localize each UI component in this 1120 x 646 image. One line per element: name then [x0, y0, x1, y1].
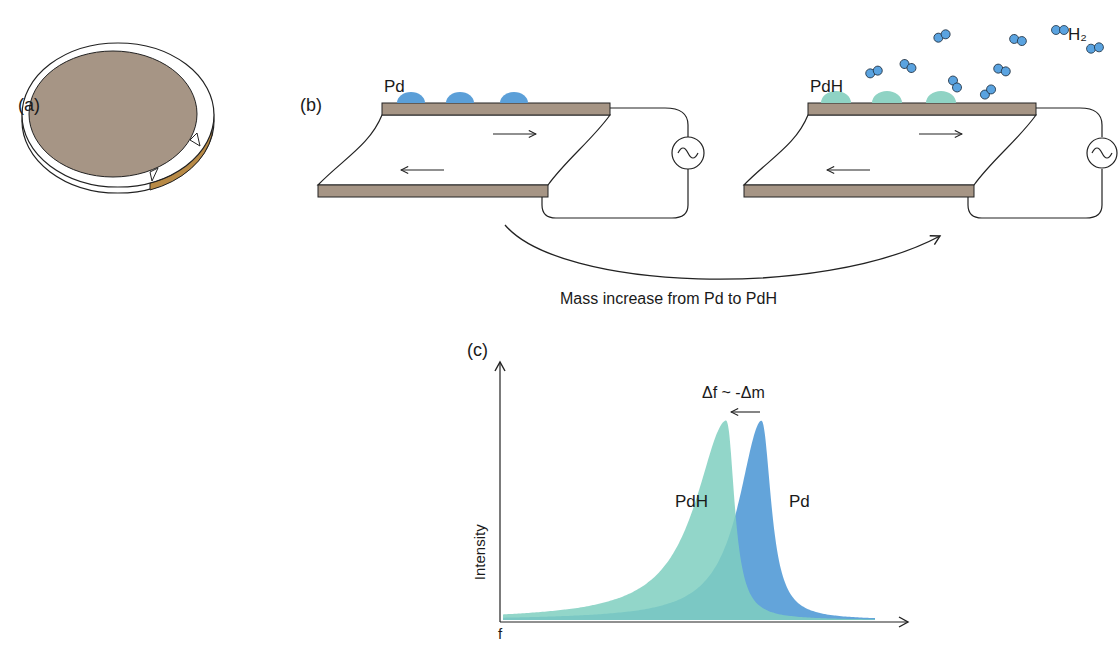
hydrogen-molecules: [864, 26, 1104, 101]
resonator-pd: [318, 92, 704, 218]
panel-letter: (c): [467, 341, 488, 361]
pdh-peak: [503, 420, 875, 620]
shift-arrow: [731, 411, 760, 412]
transition-caption: Mass increase from Pd to PdH: [560, 290, 777, 308]
axis-label: f: [498, 626, 502, 643]
panel-letter: (a): [18, 96, 40, 116]
peak-label: PdH: [675, 493, 708, 512]
h2-molecule: [898, 58, 917, 74]
h2-molecule: [1009, 33, 1028, 46]
axis-label: Intensity: [472, 524, 489, 580]
panel-letter: (b): [300, 96, 322, 116]
h2-molecule: [1052, 26, 1069, 35]
gas-label: H₂: [1068, 26, 1087, 45]
shift-label: Δf ~ -Δm: [702, 384, 765, 402]
material-label: Pd: [384, 78, 405, 97]
resonance-peaks: [503, 420, 875, 620]
transition-arrow: [505, 225, 940, 279]
peak-label: Pd: [789, 493, 810, 512]
h2-molecule: [1086, 42, 1104, 54]
material-label: PdH: [810, 78, 843, 97]
resonator-pdh: [744, 91, 1117, 218]
h2-molecule: [992, 63, 1011, 77]
h2-molecule: [932, 28, 951, 43]
h2-molecule: [979, 83, 998, 101]
h2-molecule: [864, 65, 883, 79]
quartz-crystal-disk: [9, 43, 214, 193]
pd-peak: [503, 421, 875, 620]
spectrum-axes: [500, 362, 908, 622]
h2-molecule: [947, 74, 963, 93]
